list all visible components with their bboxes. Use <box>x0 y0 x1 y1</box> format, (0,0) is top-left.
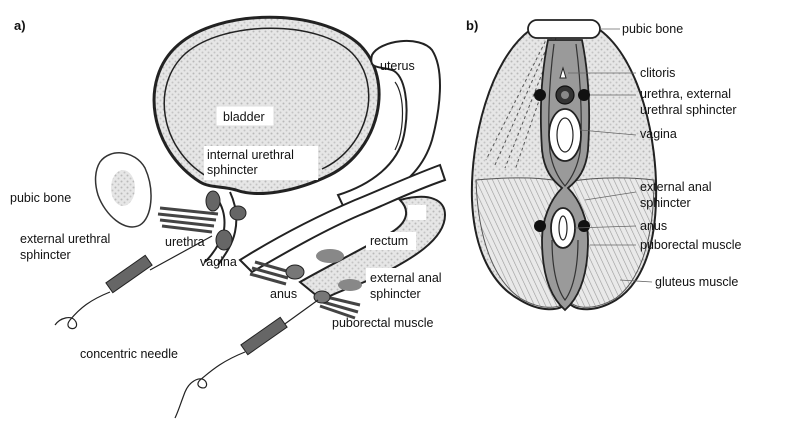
needle-site-anal-right <box>578 220 590 232</box>
label-external-urethral-sphincter-1: external urethral <box>20 232 110 246</box>
label-external-anal-sphincter-b-1: external anal <box>640 180 712 194</box>
concentric-needle-2 <box>174 299 319 419</box>
vagina-canal <box>238 163 447 274</box>
leader-lines <box>568 28 653 283</box>
needle-site-urethra-right <box>578 89 590 101</box>
external-urethral-sphincter-a <box>157 206 219 234</box>
label-external-anal-sphincter-b-2: sphincter <box>640 196 691 210</box>
external-anal-sphincter-upper <box>316 249 344 263</box>
panel-b-tag: b) <box>466 18 478 33</box>
external-anal-sphincter-top <box>285 264 305 280</box>
label-puborectal-b: puborectal muscle <box>640 238 741 252</box>
clitoris <box>559 66 567 79</box>
needle-site-urethra-left <box>534 89 546 101</box>
label-external-urethral-sphincter-2: sphincter <box>20 248 71 262</box>
label-urethra-a: urethra <box>165 235 205 249</box>
label-gluteus: gluteus muscle <box>655 275 738 289</box>
dashed-lines <box>485 35 561 171</box>
internal-urethral-sphincter-right <box>229 205 247 221</box>
internal-urethral-sphincter-left <box>205 190 221 212</box>
label-urethra-b-1: urethra, external <box>640 87 731 101</box>
label-rectum: rectum <box>370 234 408 248</box>
label-external-anal-sphincter-2: sphincter <box>370 287 421 301</box>
label-bladder: bladder <box>223 110 265 124</box>
label-puborectal-a: puborectal muscle <box>332 316 433 330</box>
label-internal-urethral-sphincter-1: internal urethral <box>207 148 294 162</box>
pubic-bone-b <box>527 19 601 39</box>
label-internal-urethral-sphincter-2: sphincter <box>207 163 258 177</box>
label-clitoris: clitoris <box>640 66 675 80</box>
label-vagina-b: vagina <box>640 127 677 141</box>
concentric-needle-1 <box>54 235 213 330</box>
label-anus-a: anus <box>270 287 297 301</box>
label-pubic-bone-b: pubic bone <box>622 22 683 36</box>
label-pubic-bone-a: pubic bone <box>10 191 71 205</box>
panel-a-tag: a) <box>14 18 26 33</box>
label-concentric-needle: concentric needle <box>80 347 178 361</box>
label-uterus: uterus <box>380 59 415 73</box>
muscle-column <box>540 39 590 312</box>
label-vagina-a: vagina <box>200 255 237 269</box>
needle-site-anal-left <box>534 220 546 232</box>
label-urethra-b-2: urethral sphincter <box>640 103 737 117</box>
label-anus-b: anus <box>640 219 667 233</box>
perineal-muscle-strands <box>249 260 291 286</box>
urethral-sphincter-blob <box>215 229 233 251</box>
label-external-anal-sphincter-1: external anal <box>370 271 442 285</box>
